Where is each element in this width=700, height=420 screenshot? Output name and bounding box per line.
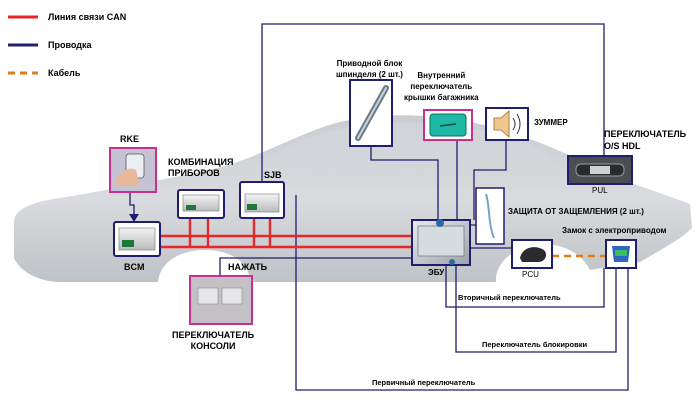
console-switch-label-line2: КОНСОЛИ xyxy=(190,341,236,351)
trunk-switch-label: Внутренний переключатель крышки багажник… xyxy=(404,70,479,103)
lock-label: Замок с электроприводом xyxy=(562,226,667,235)
pul-label: PUL xyxy=(592,186,608,195)
trunk-switch-label-line3: крышки багажника xyxy=(404,93,479,102)
buzzer-label: ЗУММЕР xyxy=(534,118,568,127)
ecu-label: ЭБУ xyxy=(428,268,445,277)
bcm-module xyxy=(113,221,161,257)
trunk-switch-photo xyxy=(423,109,473,141)
sjb-module xyxy=(239,181,285,219)
pinch-protection-photo xyxy=(475,187,505,245)
can-bus xyxy=(160,215,412,249)
lock-switch-label: Переключатель блокировки xyxy=(482,340,588,349)
legend-cable-label: Кабель xyxy=(48,68,81,78)
ecu-module xyxy=(411,219,471,266)
os-hdl-label-line2: O/S HDL xyxy=(604,141,641,151)
spindle-label-line2: шпинделя (2 шт.) xyxy=(336,70,403,79)
console-switch-label-line1: ПЕРЕКЛЮЧАТЕЛЬ xyxy=(172,330,255,340)
pul-switch-photo xyxy=(567,155,633,185)
cluster-module xyxy=(177,189,225,219)
pcu-module xyxy=(511,239,553,269)
console-switch-photo xyxy=(189,275,253,325)
os-hdl-label-line1: ПЕРЕКЛЮЧАТЕЛЬ xyxy=(604,129,687,139)
bcm-label: BCM xyxy=(124,262,145,272)
press-label: НАЖАТЬ xyxy=(228,262,268,272)
cluster-label: КОМБИНАЦИЯ ПРИБОРОВ xyxy=(168,157,233,179)
rke-photo xyxy=(109,147,157,193)
secondary-switch-label: Вторичный переключатель xyxy=(458,293,561,302)
legend-wire-label: Проводка xyxy=(48,40,92,50)
cluster-label-line1: КОМБИНАЦИЯ xyxy=(168,157,234,167)
console-switch-label: ПЕРЕКЛЮЧАТЕЛЬ КОНСОЛИ xyxy=(172,330,254,352)
rke-label: RKE xyxy=(120,134,140,144)
sjb-label: SJB xyxy=(264,170,282,180)
spindle-label-line1: Приводной блок xyxy=(336,59,403,68)
spindle-label: Приводной блок шпинделя (2 шт.) xyxy=(336,58,403,80)
rke-arrow-head xyxy=(129,214,139,222)
cluster-label-line2: ПРИБОРОВ xyxy=(168,168,220,178)
buzzer-photo xyxy=(485,107,529,141)
power-lock-module xyxy=(605,239,637,269)
legend-can-label: Линия связи CAN xyxy=(48,12,127,22)
pinch-label: ЗАЩИТА ОТ ЗАЩЕМЛЕНИЯ (2 шт.) xyxy=(508,207,644,216)
os-hdl-label: ПЕРЕКЛЮЧАТЕЛЬ O/S HDL xyxy=(604,128,686,152)
car-window-shade xyxy=(250,122,560,170)
primary-switch-label: Первичный переключатель xyxy=(372,378,476,387)
spindle-drive-photo xyxy=(349,79,393,147)
trunk-switch-label-line2: переключатель xyxy=(410,82,473,91)
trunk-switch-label-line1: Внутренний xyxy=(417,71,466,80)
pcu-label: PCU xyxy=(522,270,539,279)
